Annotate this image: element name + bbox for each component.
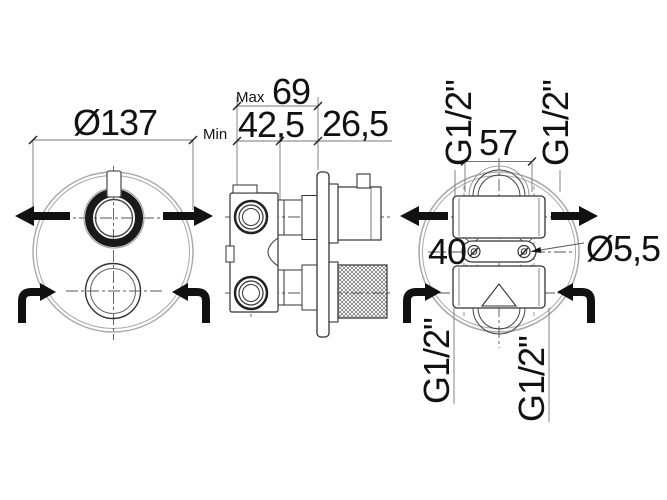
- thread-labels: G1/2" G1/2" G1/2" G1/2": [416, 80, 576, 422]
- rear-view: 57 40 Ø5,5 G1/2" G1/2" G1/2" G1/2": [400, 80, 661, 422]
- faceplate-inner-circle: [36, 175, 190, 329]
- screw-hole-callout: Ø5,5: [530, 228, 661, 269]
- screw-span-value: 40: [428, 231, 466, 272]
- thread-label-bottom-right: G1/2": [511, 336, 552, 422]
- front-elbow-arrow-left-icon: [18, 283, 56, 323]
- thermostat-handle-side: [328, 173, 382, 244]
- port-span-value: 57: [479, 122, 517, 163]
- volume-handle-side: [328, 261, 388, 323]
- thread-label-top-right: G1/2": [535, 80, 576, 166]
- rear-bottom-block: [452, 265, 546, 335]
- port-span-dimension: 57: [460, 122, 537, 192]
- screw-hole-value: Ø5,5: [586, 228, 660, 269]
- wall-plate-side: [316, 171, 330, 338]
- side-view: Max 69 Min 42,5 26,5: [203, 71, 392, 338]
- max-value: 69: [272, 71, 310, 112]
- rear-top-block: [452, 195, 546, 239]
- min-label: Min: [203, 126, 227, 143]
- rear-arrow-left-icon: [400, 206, 448, 226]
- front-diameter-dimension: Ø137: [28, 102, 198, 210]
- thermostat-knob-front: [83, 170, 145, 249]
- max-label: Max: [236, 89, 265, 106]
- rear-elbow-arrow-left-icon: [403, 283, 441, 323]
- rear-arrow-right-icon: [551, 206, 598, 226]
- volume-knob-front: [84, 262, 142, 320]
- trim-depth-value: 26,5: [322, 103, 388, 144]
- min-value: 42,5: [238, 104, 304, 145]
- screw-hole-right: [517, 244, 531, 259]
- thread-label-top-left: G1/2": [438, 80, 479, 166]
- front-diameter-label: Ø137: [73, 102, 157, 143]
- outlet-triangle: [480, 283, 518, 307]
- front-view: Ø137: [15, 102, 213, 340]
- screw-hole-left: [467, 244, 481, 259]
- front-arrow-left-icon: [15, 206, 70, 226]
- thread-label-bottom-left: G1/2": [416, 318, 457, 404]
- side-dimensions: Max 69 Min 42,5 26,5: [203, 71, 392, 200]
- front-arrow-right-icon: [163, 206, 213, 226]
- front-elbow-arrow-right-icon: [172, 283, 210, 323]
- knob-indicator-tab: [106, 170, 122, 198]
- valve-body-side: [225, 184, 318, 313]
- rear-cartridge-arcs: [468, 165, 530, 197]
- rear-elbow-arrow-right-icon: [557, 283, 595, 323]
- screw-span-dimension: 40: [428, 231, 529, 272]
